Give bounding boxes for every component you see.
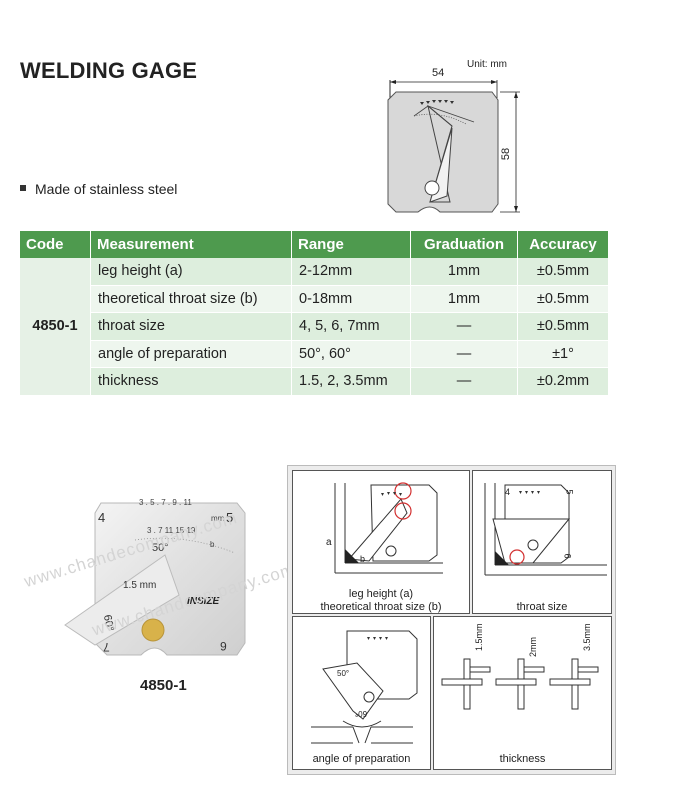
label-60-deg: 60° <box>355 709 368 718</box>
range-cell: 2-12mm <box>291 258 411 286</box>
accuracy-cell: ±0.5mm <box>517 312 608 341</box>
caption-throat-theoretical: theoretical throat size (b) <box>320 601 442 613</box>
range-cell: 0-18mm <box>291 285 411 313</box>
photo-mark-5: 5 <box>226 510 234 525</box>
photo-angle-50: 50° <box>152 542 169 554</box>
spec-table: Code Measurement Range Graduation Accura… <box>20 231 608 396</box>
photo-mark-6: 6 <box>220 639 227 653</box>
table-row: theoretical throat size (b) 0-18mm 1mm ±… <box>20 285 608 313</box>
label-6: 6 <box>562 553 573 559</box>
graduation-cell: — <box>410 340 518 368</box>
product-code: 4850-1 <box>140 677 187 694</box>
graduation-cell: — <box>410 312 518 341</box>
accuracy-cell: ±1° <box>517 340 608 368</box>
label-b: b <box>360 554 366 564</box>
table-row: 4850-1 leg height (a) 2-12mm 1mm ±0.5mm <box>20 258 608 396</box>
panel-leg-height: a b leg height (a) theoretical throat si… <box>292 470 470 614</box>
material-note: Made of stainless steel <box>20 181 177 197</box>
label-50-deg: 50° <box>337 669 350 678</box>
photo-thickness-mark: 1.5 mm <box>123 580 157 591</box>
label-thickness-3-5: 3.5mm <box>582 623 592 651</box>
graduation-cell: 1mm <box>410 285 518 313</box>
label-a: a <box>326 537 332 548</box>
table-row: throat size 4, 5, 6, 7mm — ±0.5mm <box>20 312 608 341</box>
caption-throat-size: throat size <box>516 601 568 613</box>
caption-angle: angle of preparation <box>312 753 411 765</box>
label-5: 5 <box>564 489 575 495</box>
usage-diagrams: a b leg height (a) theoretical throat si… <box>287 465 616 775</box>
accuracy-cell: ±0.2mm <box>517 367 608 396</box>
panel-angle: 50° 60° angle of preparation <box>292 616 431 770</box>
label-thickness-1-5: 1.5mm <box>474 623 484 651</box>
label-4: 4 <box>505 487 511 497</box>
header-measurement: Measurement <box>90 231 292 258</box>
width-dimension: 54 <box>432 67 445 79</box>
unit-label: Unit: mm <box>467 59 507 70</box>
range-cell: 50°, 60° <box>291 340 411 368</box>
measurement-cell: theoretical throat size (b) <box>90 285 292 313</box>
throat-size-diagram <box>484 483 607 576</box>
measurement-cell: leg height (a) <box>90 258 292 286</box>
header-graduation: Graduation <box>410 231 518 258</box>
measurement-cell: thickness <box>90 367 292 396</box>
range-cell: 4, 5, 6, 7mm <box>291 312 411 341</box>
leg-height-diagram <box>334 482 443 574</box>
measurement-cell: angle of preparation <box>90 340 292 368</box>
table-row: angle of preparation 50°, 60° — ±1° <box>20 340 608 368</box>
graduation-cell: 1mm <box>410 258 518 286</box>
thickness-diagram <box>441 658 599 710</box>
bullet-icon <box>20 185 26 192</box>
header-accuracy: Accuracy <box>517 231 608 258</box>
photo-b-mark: b <box>210 540 215 549</box>
panel-thickness: 1.5mm 2mm 3.5mm thickness <box>433 616 612 770</box>
header-range: Range <box>291 231 411 258</box>
photo-mark-4: 4 <box>98 510 106 525</box>
photo-mark-7: 7 <box>103 640 110 654</box>
product-photo <box>64 502 246 656</box>
header-code: Code <box>20 231 91 258</box>
table-row: thickness 1.5, 2, 3.5mm — ±0.2mm <box>20 367 608 396</box>
accuracy-cell: ±0.5mm <box>517 285 608 313</box>
dimension-drawing <box>387 80 520 213</box>
accuracy-cell: ±0.5mm <box>517 258 608 286</box>
material-text: Made of stainless steel <box>35 181 178 197</box>
panel-throat-size: 4 5 6 throat size <box>472 470 612 614</box>
caption-thickness: thickness <box>499 753 546 765</box>
measurement-cell: throat size <box>90 312 292 341</box>
brand-logo: INSIZE <box>187 596 220 607</box>
product-code-cell: 4850-1 <box>20 258 91 396</box>
photo-scale-mid: 3 . 7 11 15 19 <box>147 526 196 535</box>
range-cell: 1.5, 2, 3.5mm <box>291 367 411 396</box>
photo-mm-mark: mm <box>211 514 225 523</box>
angle-diagram <box>311 630 418 744</box>
graduation-cell: — <box>410 367 518 396</box>
table-header-row: Code Measurement Range Graduation Accura… <box>20 231 608 258</box>
page-title: WELDING GAGE <box>20 58 198 83</box>
caption-leg-height: leg height (a) <box>348 588 414 600</box>
photo-scale-top: 3 . 5 . 7 . 9 . 11 <box>139 498 192 507</box>
label-thickness-2: 2mm <box>528 637 538 657</box>
